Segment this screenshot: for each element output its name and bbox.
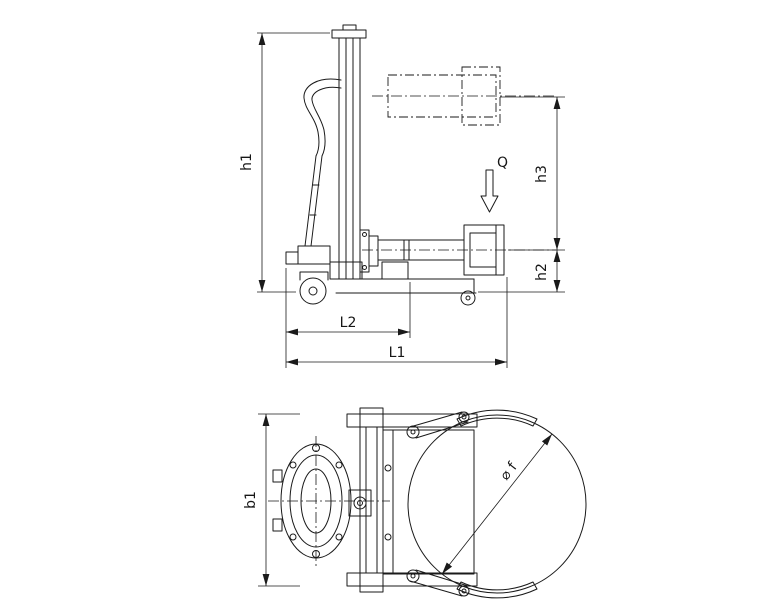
dimension-b1: b1 (243, 413, 300, 587)
dimension-L1: L1 (286, 277, 508, 368)
dim-label-h1: h1 (239, 153, 255, 171)
dim-label-roll-diameter: ⌀ f (497, 459, 521, 484)
dim-label-h2: h2 (534, 263, 550, 281)
dimension-h1: h1 (239, 32, 330, 293)
roll-circle (407, 414, 587, 594)
top-view: b1 ⌀ f (243, 407, 587, 599)
dimension-roll-diameter: ⌀ f (441, 433, 553, 575)
carriage-plate (348, 429, 475, 575)
drive-wheel (299, 271, 329, 305)
tiller-handle (303, 78, 342, 157)
pump-lever (285, 155, 331, 265)
dim-label-L2: L2 (340, 315, 357, 331)
side-view: Q h1 h3 h2 L2 (239, 24, 565, 368)
top-clamp-arm (406, 409, 538, 439)
dimension-h3: h3 (500, 96, 565, 251)
centerlines (268, 436, 390, 566)
mast (331, 24, 367, 280)
load-arrow (480, 169, 499, 213)
base-frame (329, 261, 475, 294)
bottom-clamp-arm (406, 569, 538, 599)
dim-label-h3: h3 (534, 165, 550, 183)
caster-wheel (459, 290, 477, 306)
dimension-h2: h2 (478, 250, 565, 293)
raised-load-phantom (372, 66, 556, 126)
clamp-arm (359, 229, 465, 273)
dim-label-b1: b1 (243, 491, 259, 509)
dimension-L2: L2 (285, 268, 411, 368)
dim-label-L1: L1 (389, 345, 406, 361)
load-label: Q (497, 155, 508, 171)
